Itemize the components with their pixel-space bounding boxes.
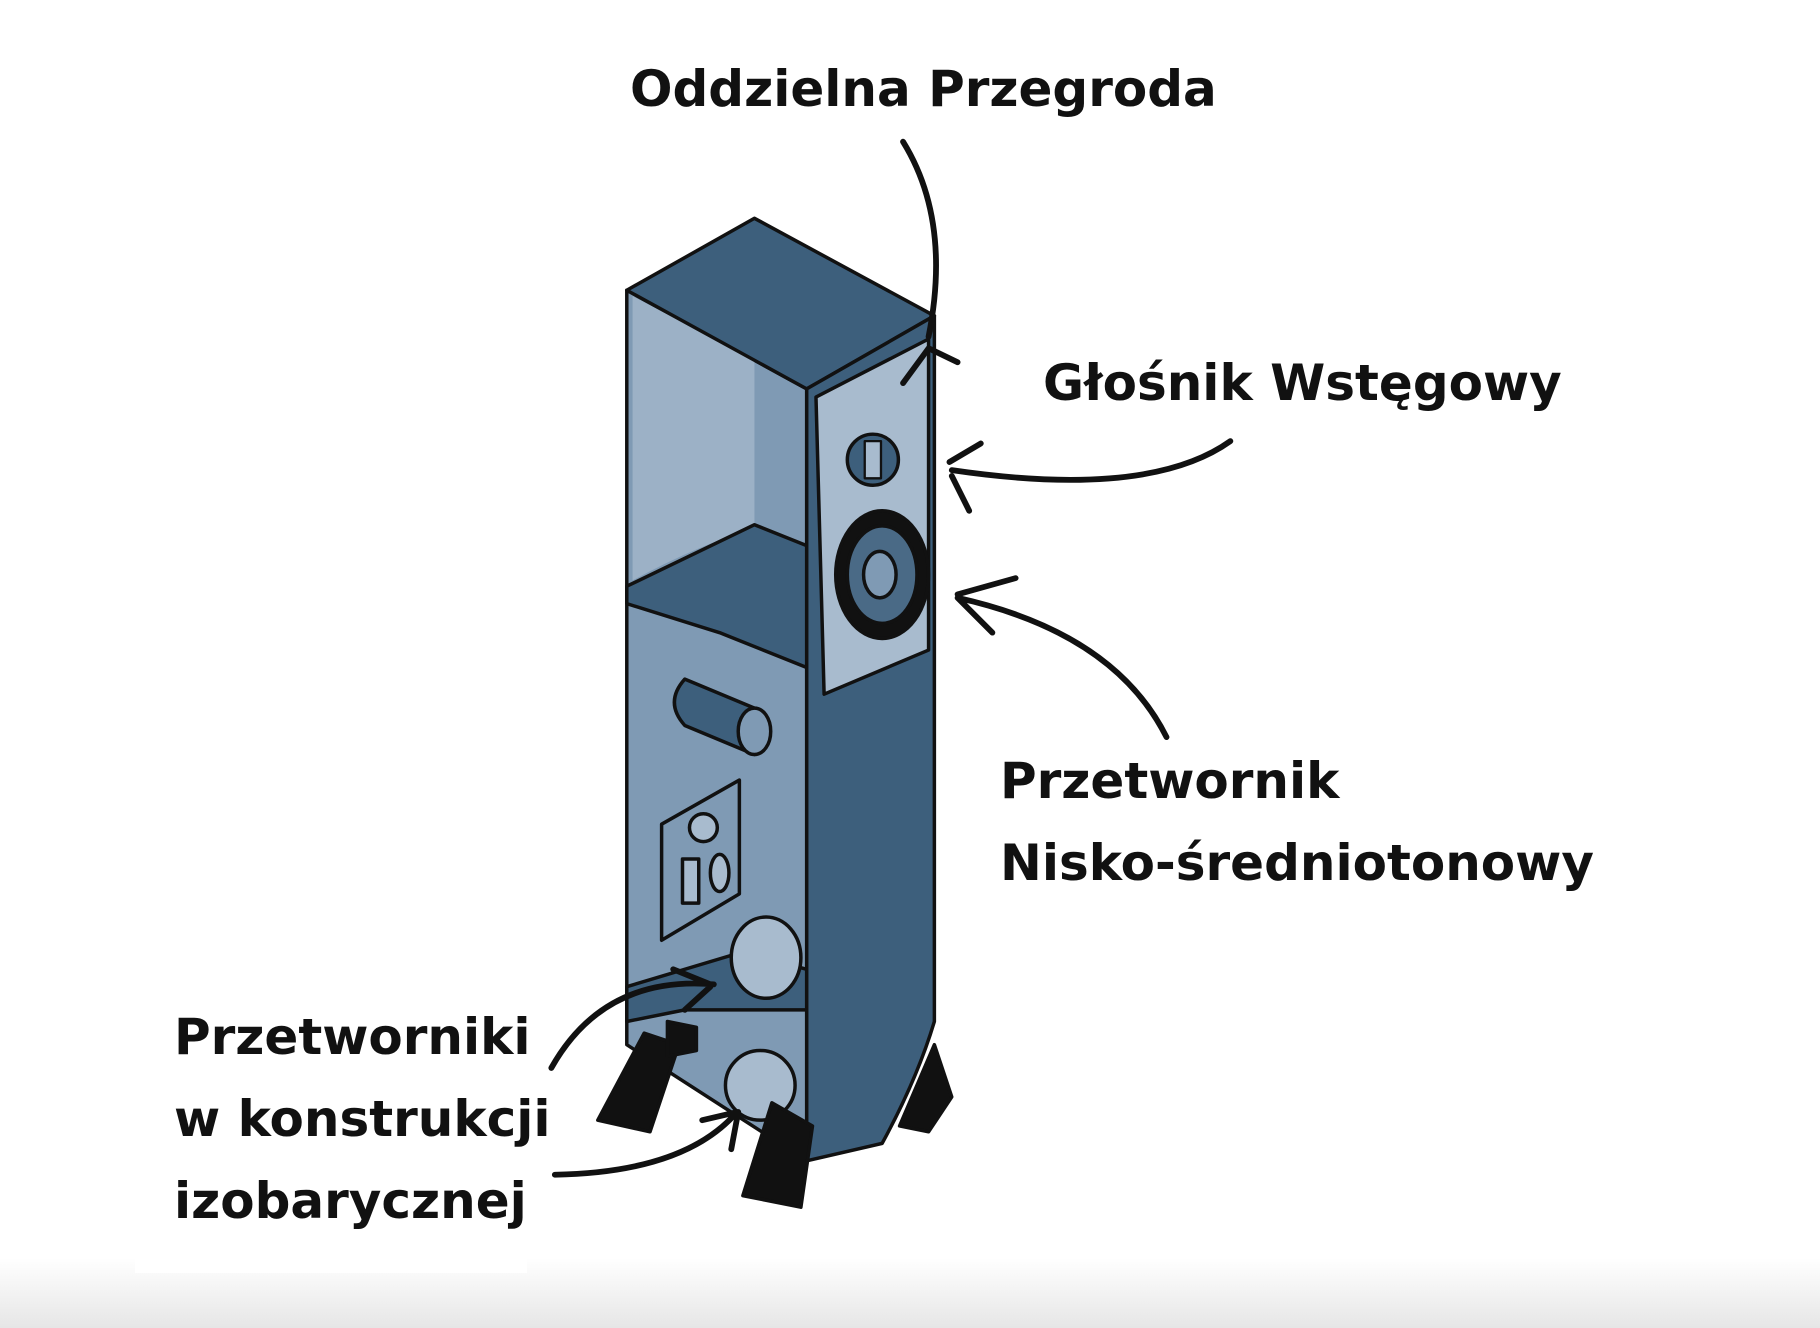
arrow-ribbon-tweeter bbox=[946, 438, 1234, 514]
foot-right bbox=[897, 1042, 954, 1134]
foot-back bbox=[665, 1019, 699, 1059]
label-isobaric-line2: w konstrukcji bbox=[174, 1090, 551, 1148]
arrow-isobaric-bottom bbox=[551, 1109, 742, 1178]
label-ribbon-tweeter: Głośnik Wstęgowy bbox=[1043, 354, 1562, 412]
arrow-isobaric-top bbox=[548, 966, 717, 1071]
foot-front bbox=[741, 1101, 815, 1209]
label-midbass-line1: Przetwornik bbox=[1000, 752, 1340, 810]
isobaric-driver-top-icon bbox=[729, 915, 803, 1001]
upper-chamber-wall bbox=[632, 296, 755, 581]
label-separate-baffle: Oddzielna Przegroda bbox=[630, 60, 1217, 118]
label-background bbox=[135, 1233, 527, 1273]
label-isobaric-line3: izobarycznej bbox=[174, 1172, 527, 1230]
isobaric-driver-bottom-icon bbox=[723, 1048, 797, 1122]
label-midbass-line2: Nisko-średniotonowy bbox=[1000, 834, 1594, 892]
arrow-midbass bbox=[954, 575, 1170, 741]
arrow-separate-baffle bbox=[900, 138, 961, 387]
label-isobaric-line1: Przetworniki bbox=[174, 1008, 531, 1066]
